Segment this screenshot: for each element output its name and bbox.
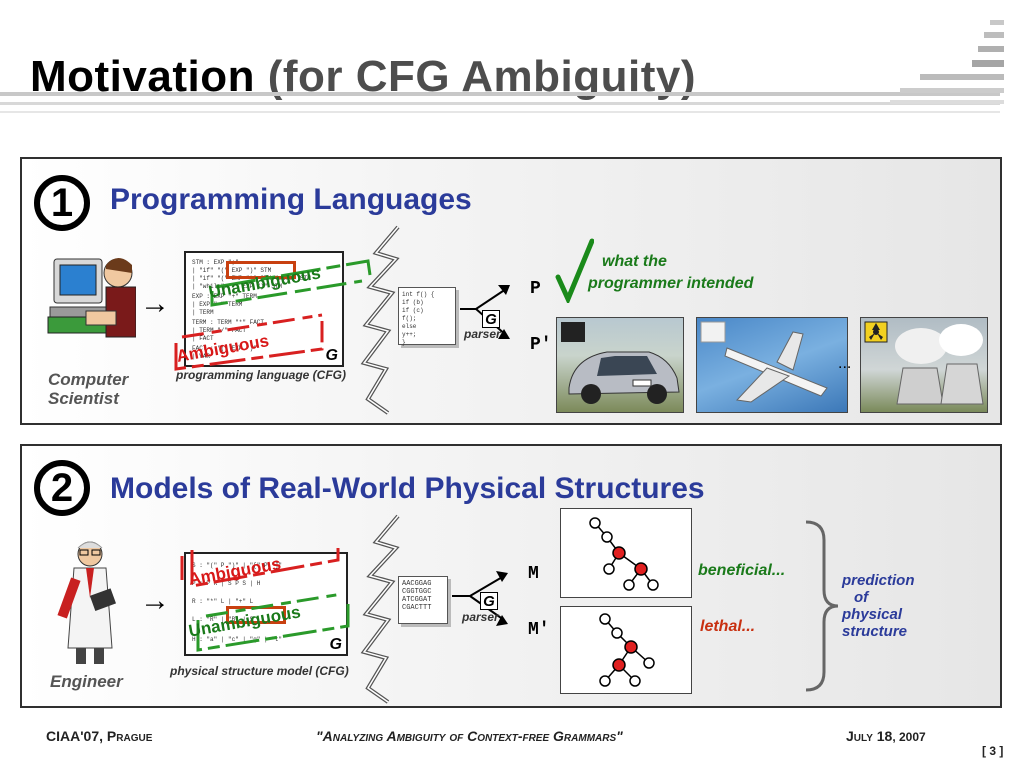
intended-line-1: what the: [602, 253, 667, 270]
role-engineer: Engineer: [50, 672, 123, 691]
arrow-right-icon: →: [140, 584, 170, 617]
page-number: [ 3 ]: [982, 744, 1004, 758]
code-line: else: [402, 323, 417, 330]
stamp-frames-decoration: [180, 548, 350, 652]
airplane-icon: [700, 321, 828, 403]
code-line: }: [402, 339, 406, 346]
computer-scientist-illustration: [47, 258, 136, 338]
grammar-line: FACT : "(" EXP ")": [192, 345, 257, 352]
prediction-line-4: structure: [842, 623, 908, 640]
parser-label: parser: [464, 327, 501, 341]
parser-g-box: G: [482, 310, 500, 328]
car-photo: [556, 317, 684, 413]
arrow-right-icon: →: [140, 287, 170, 320]
section-number-1: 1: [34, 175, 90, 231]
intended-line-2: programmer intended: [588, 275, 754, 292]
role-line-1: Computer: [48, 370, 129, 389]
car-icon: [561, 322, 680, 404]
role-computer-scientist: Computer Scientist: [48, 370, 128, 408]
nuclear-plant-icon: [864, 321, 984, 405]
tree-diagram-icon: [589, 517, 659, 591]
checkmark-icon: [555, 238, 594, 303]
footer-date: July 18, 2007: [846, 728, 926, 744]
code-line: y++;: [402, 331, 417, 338]
prediction-line-1: prediction: [842, 572, 915, 589]
footer-date-year: , 2007: [892, 730, 926, 744]
source-code-document: int f() { if (b) if (c) f(); else y++; }: [398, 287, 456, 346]
panel-physical-structures: 2 Models of Real-World Physical Structur…: [20, 444, 1002, 708]
dna-sequence-document: AACGGAG CGGTGGC ATCGGAT CGACTTT: [398, 576, 448, 624]
section2-heading: Models of Real-World Physical Structures: [110, 472, 705, 505]
stamp-frames-decoration: [174, 259, 372, 371]
grammar-line: EXP : EXP "+" TERM: [192, 293, 257, 300]
parser-label: parser: [462, 610, 499, 624]
section1-heading: Programming Languages: [110, 183, 472, 216]
grammar-line: TERM : TERM "*" FACT: [192, 319, 265, 326]
grammar-line: H : "a" | "c" | "g" | "t": [192, 636, 283, 643]
footer-conference: CIAA'07, Prague: [46, 728, 152, 744]
code-line: f();: [402, 315, 417, 322]
grammar-line: S : "(" P ")" | "[" P "]": [192, 562, 283, 569]
grammar-line: P : P R | S P S | H: [192, 580, 261, 587]
role-line-2: Scientist: [48, 389, 119, 408]
code-line: if (b): [402, 299, 424, 306]
zigzag-separator: [360, 514, 400, 704]
grammar-line: | "while" "(" EXP ")" STM: [192, 283, 283, 290]
parse-result-p: P: [530, 279, 541, 299]
prediction-line-2: of: [854, 589, 869, 606]
corner-stripes-decoration: [890, 20, 1004, 104]
outcome-beneficial: beneficial...: [698, 562, 786, 579]
dna-line: ATCGGAT: [402, 596, 432, 604]
outcome-lethal: lethal...: [700, 618, 756, 635]
grammar-letter: G: [325, 347, 338, 364]
intended-note: what the programmer intended: [588, 251, 753, 295]
grammar-line: | VAR: [192, 353, 211, 360]
zigzag-separator: [360, 225, 400, 415]
grammar-line: R : "*" L | "+" L: [192, 598, 254, 605]
nuclear-plant-photo: [860, 317, 988, 413]
parser-g-box: G: [480, 592, 498, 610]
prediction-line-3: physical: [842, 606, 903, 623]
curly-brace-icon: [805, 520, 839, 692]
model-result-m-prime: M′: [528, 620, 550, 640]
model-result-m: M: [528, 564, 539, 584]
footer-conf-city: Prague: [106, 728, 153, 744]
title-underline-decoration: [0, 92, 1000, 113]
grammar-letter: G: [329, 636, 342, 653]
grammar-line: | TERM: [192, 309, 214, 316]
footer-paper-title: "Analyzing Ambiguity of Context-free Gra…: [316, 728, 623, 744]
grammar-line: STM : EXP ";": [192, 259, 239, 266]
ellipsis: ...: [838, 355, 852, 372]
code-line: if (c): [402, 307, 424, 314]
dna-line: CGGTGGC: [402, 588, 432, 596]
highlight-box: [226, 261, 296, 279]
engineer-illustration: [57, 541, 117, 664]
structure-tree-lethal: [560, 606, 692, 694]
dna-line: CGACTTT: [402, 604, 432, 612]
airplane-photo: [696, 317, 848, 413]
grammar-caption: programming language (CFG): [176, 368, 347, 382]
footer-conf-name: CIAA'07,: [46, 728, 107, 744]
grammar-caption: physical structure model (CFG): [170, 664, 349, 678]
grammar-line: | "if" "(" EXP ")" STM: [192, 267, 272, 274]
panel-programming-languages: 1 Programming Languages Computer Scienti…: [20, 157, 1002, 425]
grammar-line: L : "R" | "B" | S: [192, 616, 254, 623]
dna-line: AACGGAG: [402, 580, 432, 588]
tree-diagram-icon: [599, 613, 655, 687]
grammar-line: | FACT: [192, 335, 214, 342]
section-number-2: 2: [34, 460, 90, 516]
code-line: int f() {: [402, 291, 435, 298]
footer-date-day: July 18: [846, 728, 893, 744]
parse-result-p-prime: P′: [530, 335, 552, 355]
prediction-note: prediction of physical structure: [842, 572, 915, 640]
structure-tree-beneficial: [560, 508, 692, 598]
